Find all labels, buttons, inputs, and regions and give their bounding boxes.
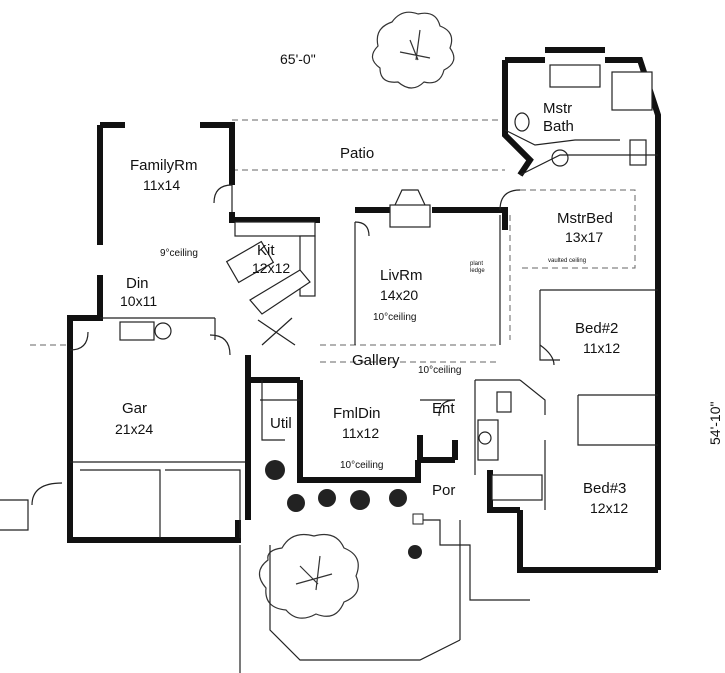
shrubs	[265, 460, 424, 559]
gar-size: 21x24	[115, 421, 153, 437]
kit-ceiling-note: 9°ceiling	[160, 248, 198, 259]
mstr-bath-name-line2: Bath	[543, 118, 574, 135]
bed2-size: 11x12	[583, 340, 620, 356]
mstrbed-size: 13x17	[565, 229, 603, 245]
din-name: Din	[126, 275, 149, 292]
bed3-name: Bed#3	[583, 480, 626, 497]
livrm-ceiling-note: 10°ceiling	[373, 312, 416, 323]
mstrbed-ceiling-note: vaulted ceiling	[548, 258, 586, 264]
fmldin-name: FmlDin	[333, 405, 381, 422]
kit-name: Kit	[257, 242, 275, 259]
fmldin-size: 11x12	[342, 425, 379, 441]
ent-label: Ent	[432, 400, 455, 417]
plant-ledge-note-2: ledge	[470, 268, 485, 274]
overall-width-label: 65'-0"	[280, 51, 316, 67]
familyrm-name: FamilyRm	[130, 157, 198, 174]
gallery-ceiling-note: 10°ceiling	[418, 365, 461, 376]
din-size: 10x11	[120, 293, 157, 309]
kit-size: 12x12	[252, 260, 290, 276]
plant-ledge-note-1: plant	[470, 261, 483, 267]
bed2-name: Bed#2	[575, 320, 618, 337]
bed3-size: 12x12	[590, 500, 628, 516]
overall-depth-label: 54'-10"	[707, 402, 723, 445]
livrm-size: 14x20	[380, 287, 418, 303]
tree-top	[371, 11, 455, 89]
gar-name: Gar	[122, 400, 147, 417]
gallery-label: Gallery	[352, 352, 400, 369]
exterior-walls	[67, 47, 661, 573]
livrm-name: LivRm	[380, 267, 423, 284]
fmldin-ceiling-note: 10°ceiling	[340, 460, 383, 471]
por-label: Por	[432, 482, 455, 499]
familyrm-size: 11x14	[143, 177, 180, 193]
util-label: Util	[270, 415, 292, 432]
interior-walls	[69, 64, 658, 538]
mstr-bath-name-line1: Mstr	[543, 100, 572, 117]
patio-label: Patio	[340, 145, 374, 162]
tree-bottom	[258, 533, 359, 619]
site-lines	[0, 482, 530, 673]
mstrbed-name: MstrBed	[557, 210, 613, 227]
